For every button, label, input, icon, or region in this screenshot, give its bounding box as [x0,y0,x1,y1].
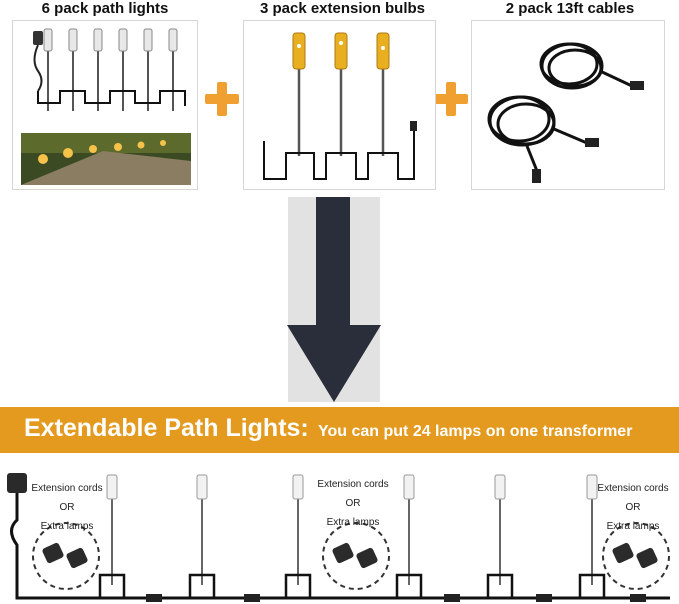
path-light-icon [494,474,506,500]
extension-label-line3: Extra lamps [40,521,94,532]
connector-icon [612,542,634,564]
connector-icon [42,542,64,564]
connector-icon [532,169,541,183]
path-light-icon [196,474,208,500]
cable-coil-icon [487,42,604,147]
extension-label-line1: Extension cords [597,483,669,494]
connector-icon [636,547,658,569]
connector-icon [410,121,417,131]
connector-icon [444,594,460,602]
transformer-icon [33,31,43,45]
path-light-icon [334,32,348,70]
panel-title-path-lights: 6 pack path lights [41,0,169,17]
path-light-icon [118,28,128,52]
connector-icon [356,547,378,569]
path-light-icon [403,474,415,500]
extension-bulbs-illustration [263,32,417,180]
panel-title-cables: 2 pack 13ft cables [505,0,635,17]
extension-label-right: Extension cords OR Extra lamps [590,479,676,536]
connector-icon [146,594,162,602]
extension-bulbs-panel [243,20,436,190]
connector-icon [585,138,599,147]
banner-subtitle: You can put 24 lamps on one transformer [318,423,633,440]
banner-title: Extendable Path Lights: [24,414,309,442]
path-light-icon [68,28,78,52]
path-light-icon [168,28,178,52]
connector-icon [332,542,354,564]
connector-icon [630,594,646,602]
extension-label-line3: Extra lamps [606,521,660,532]
path-light-icon [93,28,103,52]
extension-label-line3: Extra lamps [326,517,380,528]
extendable-banner: Extendable Path Lights: You can put 24 l… [0,407,679,453]
path-lights-illustration [21,28,191,185]
path-light-icon [292,474,304,500]
connector-detail-circle [322,522,390,590]
path-light-icon [43,28,53,52]
extension-label-left: Extension cords OR Extra lamps [22,479,112,536]
extension-label-line1: Extension cords [317,479,389,490]
path-light-icon [143,28,153,52]
panel-title-extension-bulbs: 3 pack extension bulbs [259,0,426,17]
path-light-icon [376,32,390,70]
path-lights-panel [12,20,198,190]
extension-label-line2: OR [345,498,361,509]
extension-label-line2: OR [59,502,75,513]
connector-icon [536,594,552,602]
cables-illustration [487,42,644,183]
connector-icon [66,547,88,569]
extension-label-middle: Extension cords OR Extra lamps [308,475,398,532]
connector-icon [630,81,644,90]
extension-label-line2: OR [625,502,641,513]
cables-panel [471,20,665,190]
plus-icon [434,82,468,116]
plus-icon [205,82,239,116]
extension-label-line1: Extension cords [31,483,103,494]
path-light-icon [292,32,306,70]
down-arrow-icon [287,197,381,402]
connector-icon [244,594,260,602]
